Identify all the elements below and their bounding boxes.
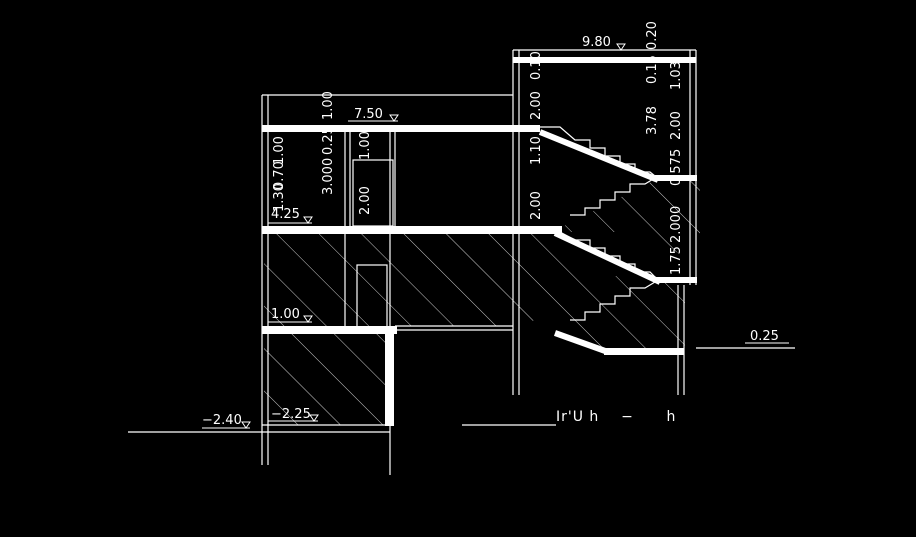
dim-m4: 2.00	[529, 191, 544, 220]
level-basement-floor: −2.25	[271, 407, 311, 422]
second-floor-slab	[262, 226, 562, 234]
level-second: 4.25	[271, 207, 300, 222]
dim-r4: 1.03	[669, 61, 684, 90]
level-basement-left: −2.40	[202, 413, 242, 428]
staircase	[538, 126, 662, 355]
dim-r7: 2.000	[669, 206, 684, 243]
top-slab	[513, 57, 696, 63]
dim-l8: 2.00	[358, 186, 373, 215]
upper-landing	[655, 175, 697, 181]
roof-slab	[262, 125, 540, 132]
dim-m1: 2.00	[529, 91, 544, 120]
dim-r8: 1.75	[669, 246, 684, 275]
level-first: 1.00	[271, 307, 300, 322]
dim-l4: 1.00	[358, 131, 373, 160]
dim-r3: 3.78	[645, 106, 660, 135]
level-ground-right: 0.25	[750, 329, 779, 344]
dim-r5: 2.00	[669, 111, 684, 140]
dim-l6: 0.70	[272, 161, 287, 190]
walls	[261, 49, 697, 475]
dim-r2: 0.15	[645, 55, 660, 84]
dim-m2: 0.10	[529, 51, 544, 80]
ground-lines	[128, 347, 795, 433]
ground-landing	[604, 348, 684, 355]
level-roof: 7.50	[354, 107, 383, 122]
dim-l5: 1.00	[272, 136, 287, 165]
dim-l3: 0.25	[321, 126, 336, 155]
dim-l1: 1.00	[321, 91, 336, 120]
dim-m3: 1.10	[529, 136, 544, 165]
section-title: Ir'U h − h	[556, 409, 676, 425]
dim-r1: 0.20	[645, 21, 660, 50]
level-top: 9.80	[582, 35, 611, 50]
lower-landing	[655, 277, 697, 283]
dim-r6: 0.575	[669, 149, 684, 186]
level-markers	[202, 43, 789, 429]
dim-l7: 1.30	[272, 183, 287, 212]
dim-l2: 3.000	[321, 158, 336, 195]
hatched-fill	[264, 180, 700, 425]
first-floor-slab	[262, 326, 397, 334]
